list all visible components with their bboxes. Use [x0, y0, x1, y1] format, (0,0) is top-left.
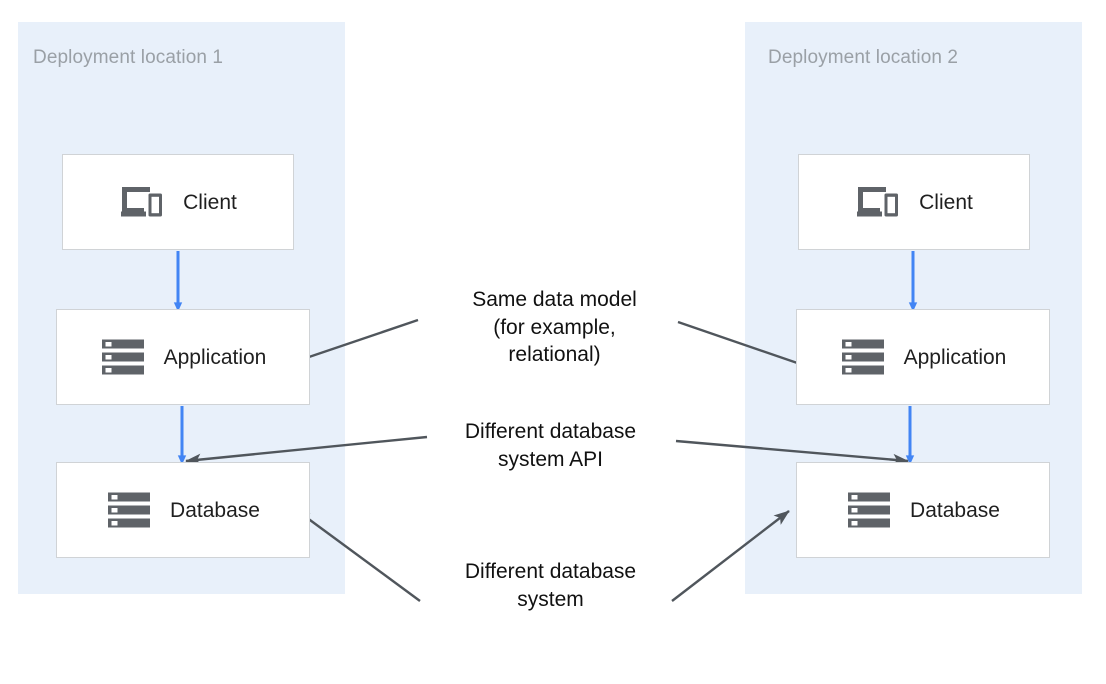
node-application-2-label: Application: [903, 345, 1007, 369]
server-stack-icon: [100, 338, 146, 376]
node-client-1[interactable]: Client: [62, 154, 294, 250]
deployment-zone-2-title: Deployment location 2: [768, 47, 959, 68]
node-application-2[interactable]: Application: [796, 309, 1050, 405]
server-stack-icon: [846, 491, 892, 529]
node-database-2[interactable]: Database: [796, 462, 1050, 558]
node-application-1[interactable]: Application: [56, 309, 310, 405]
node-database-2-label: Database: [910, 498, 1000, 522]
server-stack-icon: [106, 491, 152, 529]
devices-icon: [119, 183, 165, 221]
node-database-1[interactable]: Database: [56, 462, 310, 558]
node-database-1-label: Database: [170, 498, 260, 522]
annotation-different-database-system-api: Different database system API: [464, 420, 637, 471]
server-stack-icon: [840, 338, 886, 376]
node-client-1-label: Client: [183, 190, 237, 214]
node-application-1-label: Application: [163, 345, 267, 369]
node-client-2-label: Client: [919, 190, 973, 214]
devices-icon: [855, 183, 901, 221]
deployment-zone-1-title: Deployment location 1: [33, 47, 224, 68]
annotation-different-database-system: Different database system: [464, 560, 637, 611]
annotation-same-data-model: Same data model (for example, relational…: [472, 288, 637, 367]
node-client-2[interactable]: Client: [798, 154, 1030, 250]
